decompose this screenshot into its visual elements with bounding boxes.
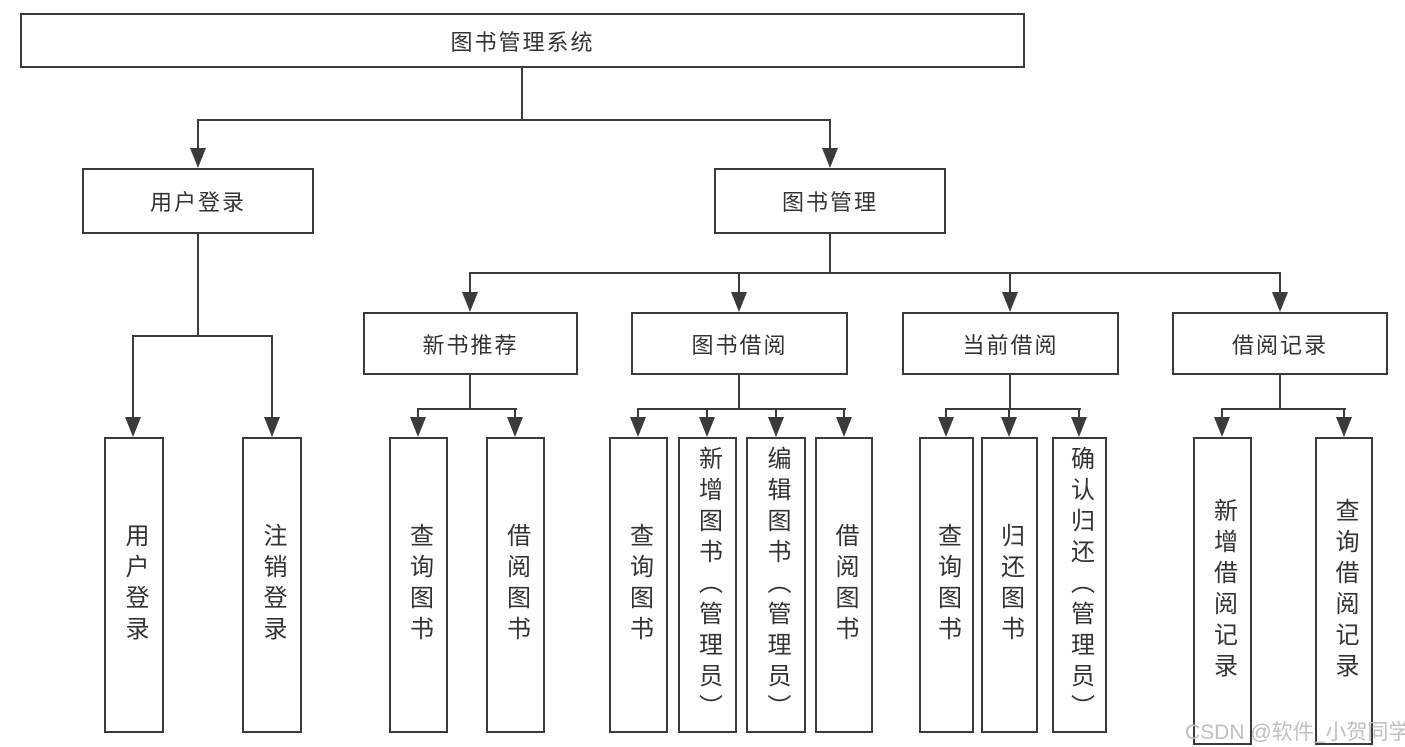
connector-line (738, 272, 740, 296)
arrow-down-icon (264, 417, 280, 437)
connector-line (1279, 272, 1281, 296)
leaf-add-books-admin: 新增图书（管理员） (678, 437, 737, 733)
arrow-down-icon (938, 417, 954, 437)
connector-line (1009, 272, 1011, 296)
connector-line (637, 408, 846, 410)
connector-line (197, 119, 831, 121)
connector-line (945, 408, 1081, 410)
arrow-down-icon (768, 417, 784, 437)
connector-line (706, 408, 708, 421)
leaf-query-books-borrow: 查询图书 (609, 437, 668, 733)
leaf-add-borrow-record-label: 新增借阅记录 (1209, 498, 1237, 684)
connector-line (417, 408, 419, 421)
arrow-down-icon (190, 148, 206, 168)
node-borrow-records: 借阅记录 (1172, 312, 1388, 375)
leaf-return-books-label: 归还图书 (996, 523, 1024, 647)
leaf-borrow-books: 借阅图书 (815, 437, 873, 733)
connector-line (197, 234, 199, 337)
arrow-down-icon (731, 292, 747, 312)
connector-line (132, 335, 134, 421)
arrow-down-icon (836, 417, 852, 437)
connector-line (945, 408, 947, 421)
arrow-down-icon (699, 417, 715, 437)
arrow-down-icon (410, 417, 426, 437)
arrow-down-icon (1336, 417, 1352, 437)
node-current-borrow: 当前借阅 (902, 312, 1119, 375)
leaf-return-books: 归还图书 (981, 437, 1038, 733)
node-new-book-recommend-label: 新书推荐 (422, 332, 519, 358)
leaf-query-books-current-label: 查询图书 (933, 523, 961, 647)
connector-line (1009, 373, 1011, 410)
connector-line (271, 335, 273, 421)
node-new-book-recommend: 新书推荐 (363, 312, 578, 375)
leaf-borrow-books-label: 借阅图书 (831, 523, 858, 647)
connector-line (775, 408, 777, 421)
leaf-edit-books-admin: 编辑图书（管理员） (746, 437, 806, 733)
leaf-user-login: 用户登录 (104, 437, 164, 733)
arrow-down-icon (462, 292, 478, 312)
connector-line (829, 234, 831, 274)
arrow-down-icon (630, 417, 646, 437)
arrow-down-icon (507, 417, 523, 437)
leaf-edit-books-admin-label: 编辑图书（管理员） (763, 445, 790, 725)
node-root: 图书管理系统 (20, 13, 1025, 68)
leaf-add-borrow-record: 新增借阅记录 (1193, 437, 1252, 745)
arrow-down-icon (1272, 292, 1288, 312)
node-book-management: 图书管理 (714, 168, 946, 234)
connector-line (1343, 408, 1345, 421)
connector-line (1008, 408, 1010, 421)
leaf-query-books-borrow-label: 查询图书 (625, 523, 653, 647)
arrow-down-icon (1071, 417, 1087, 437)
connector-line (417, 408, 517, 410)
connector-line (197, 119, 199, 152)
connector-line (1221, 408, 1223, 421)
leaf-borrow-books-recommend: 借阅图书 (486, 437, 545, 733)
leaf-query-borrow-record-label: 查询借阅记录 (1331, 498, 1358, 684)
leaf-confirm-return-admin: 确认归还（管理员） (1052, 437, 1107, 733)
leaf-user-login-label: 用户登录 (121, 523, 148, 647)
node-user-login: 用户登录 (82, 168, 314, 234)
leaf-query-books-current: 查询图书 (919, 437, 974, 733)
leaf-query-books-recommend-label: 查询图书 (405, 523, 433, 647)
connector-line (1078, 408, 1080, 421)
connector-line (738, 373, 740, 410)
leaf-logout: 注销登录 (242, 437, 302, 733)
connector-line (514, 408, 516, 421)
node-user-login-label: 用户登录 (149, 190, 246, 215)
arrow-down-icon (125, 417, 141, 437)
leaf-borrow-books-recommend-label: 借阅图书 (502, 523, 530, 647)
connector-line (469, 272, 471, 296)
connector-line (843, 408, 845, 421)
leaf-confirm-return-admin-label: 确认归还（管理员） (1066, 445, 1094, 725)
node-book-borrow-label: 图书借阅 (691, 332, 788, 358)
leaf-query-books-recommend: 查询图书 (389, 437, 448, 733)
connector-line (469, 373, 471, 410)
connector-line (469, 272, 1281, 274)
node-book-management-label: 图书管理 (781, 190, 878, 215)
connector-line (132, 335, 273, 337)
arrow-down-icon (822, 148, 838, 168)
connector-line (1279, 373, 1281, 410)
leaf-logout-label: 注销登录 (259, 523, 286, 647)
arrow-down-icon (1001, 417, 1017, 437)
connector-line (637, 408, 639, 421)
node-book-borrow: 图书借阅 (631, 312, 848, 375)
arrow-down-icon (1214, 417, 1230, 437)
node-root-label: 图书管理系统 (450, 29, 595, 55)
arrow-down-icon (1002, 292, 1018, 312)
leaf-query-borrow-record: 查询借阅记录 (1315, 437, 1373, 745)
connector-line (1221, 408, 1346, 410)
leaf-add-books-admin-label: 新增图书（管理员） (694, 445, 722, 725)
node-borrow-records-label: 借阅记录 (1231, 332, 1328, 358)
csdn-watermark: CSDN @软件_小贺同学 (1185, 721, 1405, 744)
node-current-borrow-label: 当前借阅 (962, 332, 1059, 358)
connector-line (521, 66, 523, 121)
connector-line (829, 119, 831, 152)
